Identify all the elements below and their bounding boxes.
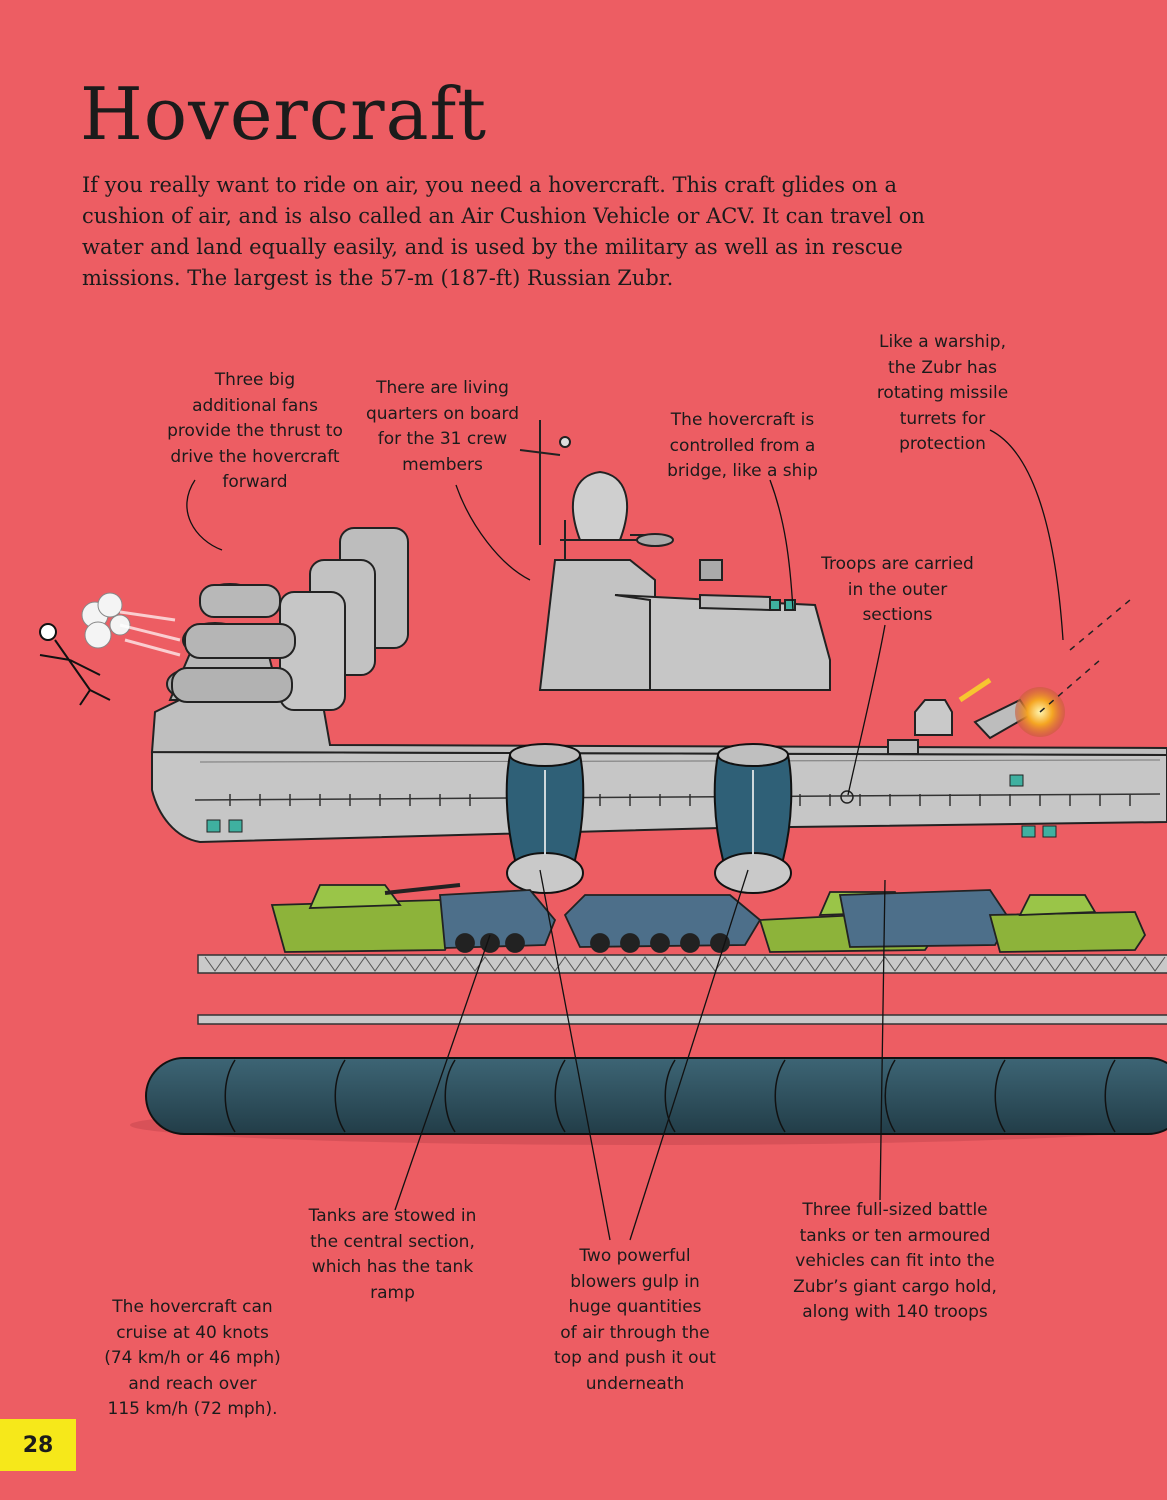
lift-blowers [505, 743, 793, 894]
bridge-superstructure [519, 420, 831, 691]
lower-deck-rail [197, 1014, 1167, 1025]
caption-troops: Troops are carried in the outer sections [821, 554, 974, 625]
air-cushion-skirt [130, 1057, 1167, 1145]
page-number: 28 [0, 1419, 76, 1471]
armoured-vehicle [563, 894, 762, 953]
green-tank [988, 894, 1147, 953]
caption-tanks-stowed: Tanks are stowed in the central section,… [308, 1206, 477, 1303]
green-tank [270, 883, 461, 953]
caption-bridge: The hovercraft is controlled from a brid… [667, 410, 818, 481]
armoured-vehicle [439, 889, 557, 953]
callout-lines [186, 429, 1064, 1241]
caption-fans: Three big additional fans provide the th… [167, 370, 343, 492]
caption-missile-turrets: Like a warship, the Zubr has rotating mi… [876, 332, 1009, 454]
page-title: Hovercraft [80, 72, 488, 156]
caption-living-quarters: There are living quarters on board for t… [365, 378, 520, 475]
caption-speed: The hovercraft can cruise at 40 knots (7… [104, 1297, 281, 1419]
caption-cargo-hold: Three full-sized battle tanks or ten arm… [793, 1200, 997, 1322]
cargo-deck-girder [197, 954, 1167, 974]
thrust-fans [166, 527, 409, 711]
air-puff [81, 592, 131, 649]
caption-blowers: Two powerful blowers gulp in huge quanti… [554, 1246, 716, 1394]
armoured-vehicle [838, 889, 1012, 948]
blown-stick-figure [39, 623, 111, 706]
missile-turret [887, 599, 1131, 755]
intro-paragraph: If you really want to ride on air, you n… [82, 173, 925, 290]
air-stream [119, 610, 181, 657]
